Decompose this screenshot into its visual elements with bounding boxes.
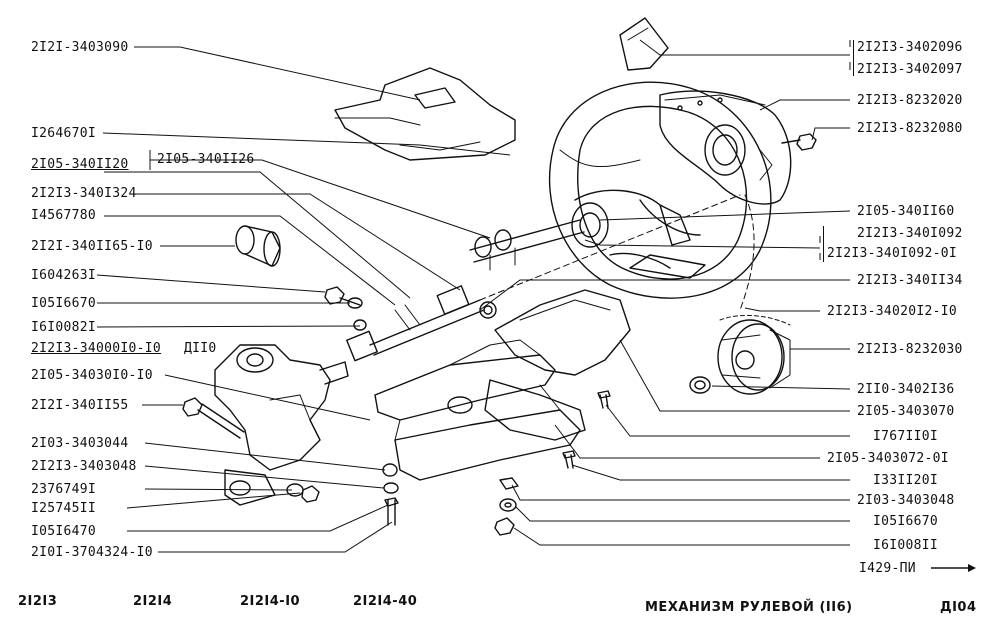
part-label-right: 2I2I3-340I092-0I [827,246,958,261]
nut-small [689,376,711,394]
steering-gear [214,344,349,506]
rubber-boot [235,225,281,267]
part-label-left: 2I2I-340II55 [31,398,129,413]
model-code: 2I2I4-40 [353,594,418,609]
part-label-left: 2I05-34030I0-I0 [31,368,153,383]
pinch-bolt [182,397,245,439]
part-label-left: ДII0 [184,341,217,356]
lower-bracket [374,339,581,481]
page-number: ДI04 [940,600,977,615]
part-label-right: 2I2I3-8232030 [857,342,963,357]
part-label-left: 2I05-340II26 [157,152,255,167]
arrow-head [968,564,976,572]
part-label-left: 2I2I3-34000I0-I0 [31,341,162,356]
part-label-right: 2I2I3-8232080 [857,121,963,136]
shroud-screws [562,390,611,469]
next-page-ref: I429-ПИ [859,561,916,576]
part-label-right: I05I6670 [873,514,939,529]
part-label-right: 2I2I3-3402097 [857,62,963,77]
column-shroud [484,289,631,441]
part-label-right: I6I008II [873,538,939,553]
part-label-left: 2I03-3403044 [31,436,129,451]
part-label-right: 2I2I3-340I092 [857,226,963,241]
part-label-left: I6I0082I [31,320,97,335]
part-label-right: 2I05-340II60 [857,204,955,219]
model-code: 2I2I4-I0 [240,594,301,609]
model-code: 2I2I3 [18,594,58,609]
part-label-left: 2I2I3-340I324 [31,186,137,201]
diagram-title: МЕХАНИЗМ РУЛЕВОЙ (II6) [645,600,853,615]
part-label-right: 2I2I3-340II34 [857,273,963,288]
part-label-right: 2I03-3403048 [857,493,955,508]
steering-wheel [549,81,772,299]
part-label-left: I05I6670 [31,296,97,311]
part-label-right: I767II0I [873,429,939,444]
part-label-left: I25745II [31,501,97,516]
leader-lines [96,39,851,553]
part-label-left: I4567780 [31,208,97,223]
part-label-right: 2II0-3402I36 [857,382,955,397]
part-label-left: 2376749I [31,482,97,497]
horn-contact-ring [717,315,791,395]
part-label-left: 2I2I3-3403048 [31,459,137,474]
screw-right [781,133,817,151]
part-label-left: I264670I [31,126,97,141]
switch-cover [619,17,669,71]
center-axis [479,194,755,311]
center-fasteners [494,477,519,536]
part-label-right: 2I05-3403072-0I [827,451,949,466]
airbag-cover [659,90,792,205]
part-label-right: I33II20I [873,473,939,488]
part-label-right: 2I2I3-8232020 [857,93,963,108]
part-label-left: I05I6470 [31,524,97,539]
part-label-left: 2I0I-3704324-I0 [31,545,153,560]
part-label-left: I604263I [31,268,97,283]
upper-shaft [469,219,585,271]
upper-bracket [334,67,516,161]
part-label-right: 2I2I3-3402096 [857,40,963,55]
part-label-right: 2I2I3-34020I2-I0 [827,304,958,319]
intermediate-shaft [346,285,497,362]
bolt-group [324,286,367,331]
part-label-right: 2I05-3403070 [857,404,955,419]
label-bracket [853,40,858,76]
part-label-left: 2I2I-3403090 [31,40,129,55]
lower-fasteners [286,463,399,526]
model-code: 2I2I4 [133,594,173,609]
part-label-left: 2I05-340II20 [31,157,129,172]
label-bracket [823,226,828,262]
part-label-left: 2I2I-340II65-I0 [31,239,153,254]
